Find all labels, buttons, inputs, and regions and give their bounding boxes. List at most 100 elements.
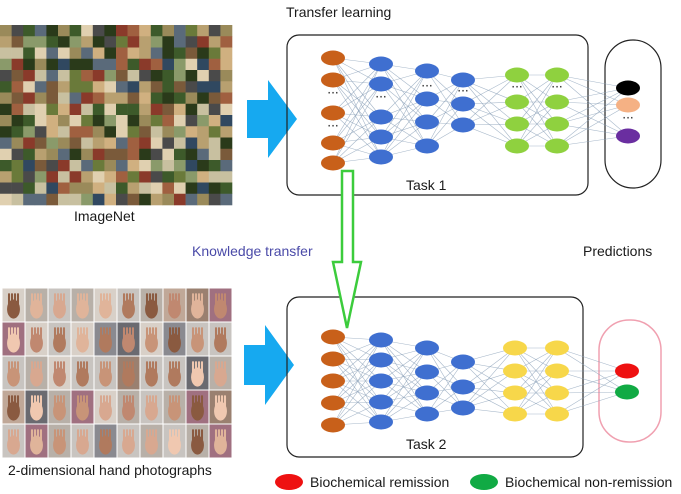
hand-finger (56, 395, 60, 409)
imagenet-tile (174, 58, 186, 71)
hand-finger (36, 395, 40, 409)
hand-finger (105, 361, 109, 375)
hand-finger (122, 429, 126, 443)
imagenet-tile (34, 25, 47, 37)
connection (332, 339, 382, 404)
imagenet-tile (139, 160, 152, 172)
ellipsis-dots: ··· (551, 80, 562, 94)
imagenet-tile (174, 36, 186, 48)
imagenet-tile (11, 47, 24, 60)
imagenet-mosaic (0, 25, 233, 206)
hand-finger (62, 429, 66, 443)
hand-finger (122, 327, 126, 341)
imagenet-tile (185, 70, 198, 82)
imagenet-tile (81, 81, 94, 93)
imagenet-tile (46, 126, 59, 138)
hand-finger (168, 293, 172, 307)
hand-finger (214, 395, 218, 409)
ellipsis-dots: ··· (327, 86, 338, 100)
imagenet-tile (23, 193, 36, 206)
imagenet-tile (139, 148, 152, 161)
hand-palm (76, 367, 89, 387)
imagenet-tile (0, 25, 12, 37)
imagenet-tile (127, 126, 140, 138)
legend-non-remission-marker (470, 474, 498, 490)
hand-finger (16, 429, 20, 443)
imagenet-tile (81, 126, 94, 138)
connection (332, 380, 382, 426)
connection (380, 98, 428, 138)
imagenet-tile (185, 148, 198, 161)
hand-finger (79, 293, 83, 307)
imagenet-tile (139, 103, 152, 116)
connection (556, 74, 629, 89)
imagenet-tile (116, 171, 128, 183)
imagenet-tile (116, 47, 128, 60)
hand-finger (148, 361, 152, 375)
network-node (321, 50, 345, 66)
imagenet-tile (11, 137, 24, 150)
imagenet-tile (139, 115, 152, 127)
hand-palm (99, 333, 112, 353)
hand-palm (7, 435, 20, 455)
hand-finger (131, 429, 135, 443)
imagenet-tile (104, 58, 117, 71)
imagenet-tile (127, 171, 140, 183)
network-node (369, 149, 393, 165)
connection (556, 74, 629, 106)
imagenet-tile (69, 103, 82, 116)
imagenet-tile (185, 47, 198, 60)
hand-palm (214, 333, 227, 353)
hand-finger (168, 327, 172, 341)
hand-finger (102, 293, 106, 307)
ellipsis-dots: ··· (375, 90, 386, 104)
imagenet-tile (11, 70, 24, 82)
imagenet-tile (46, 160, 59, 172)
imagenet-tile (92, 36, 105, 48)
imagenet-tile (185, 58, 198, 71)
network-node (369, 109, 393, 125)
network-node (545, 67, 569, 83)
imagenet-tile (46, 92, 59, 105)
imagenet-tile (0, 70, 12, 82)
imagenet-tile (220, 171, 233, 183)
hand-finger (174, 293, 178, 307)
hand-finger (148, 429, 152, 443)
connection (380, 347, 428, 403)
imagenet-tile (23, 36, 36, 48)
imagenet-tile (81, 58, 94, 71)
hand-finger (151, 429, 155, 443)
hand-finger (7, 327, 11, 341)
hand-finger (30, 327, 34, 341)
imagenet-tile (116, 70, 128, 82)
imagenet-tile (92, 171, 105, 183)
imagenet-tile (127, 25, 140, 37)
imagenet-tile (81, 47, 94, 60)
task1-network: ························ (321, 50, 640, 171)
network-node (369, 352, 393, 368)
connection (380, 339, 428, 415)
imagenet-tile (34, 182, 47, 195)
imagenet-tile (208, 81, 221, 93)
imagenet-tile (0, 103, 12, 116)
hand-finger (33, 429, 37, 443)
imagenet-tile (11, 193, 24, 206)
imagenet-tile (23, 92, 36, 105)
connection (516, 74, 558, 147)
hand-finger (62, 327, 66, 341)
network-node (415, 138, 439, 154)
imagenet-tile (197, 58, 210, 71)
hand-finger (148, 395, 152, 409)
imagenet-tile (34, 58, 47, 71)
hand-finger (13, 293, 17, 307)
imagenet-tile (58, 103, 70, 116)
connection (426, 103, 464, 147)
hand-finger (108, 395, 112, 409)
hand-finger (191, 327, 195, 341)
imagenet-tile (150, 47, 163, 60)
imagenet-tile (58, 115, 70, 127)
connection (332, 57, 382, 138)
hand-finger (33, 327, 37, 341)
network-node (415, 364, 439, 380)
hand-finger (108, 361, 112, 375)
